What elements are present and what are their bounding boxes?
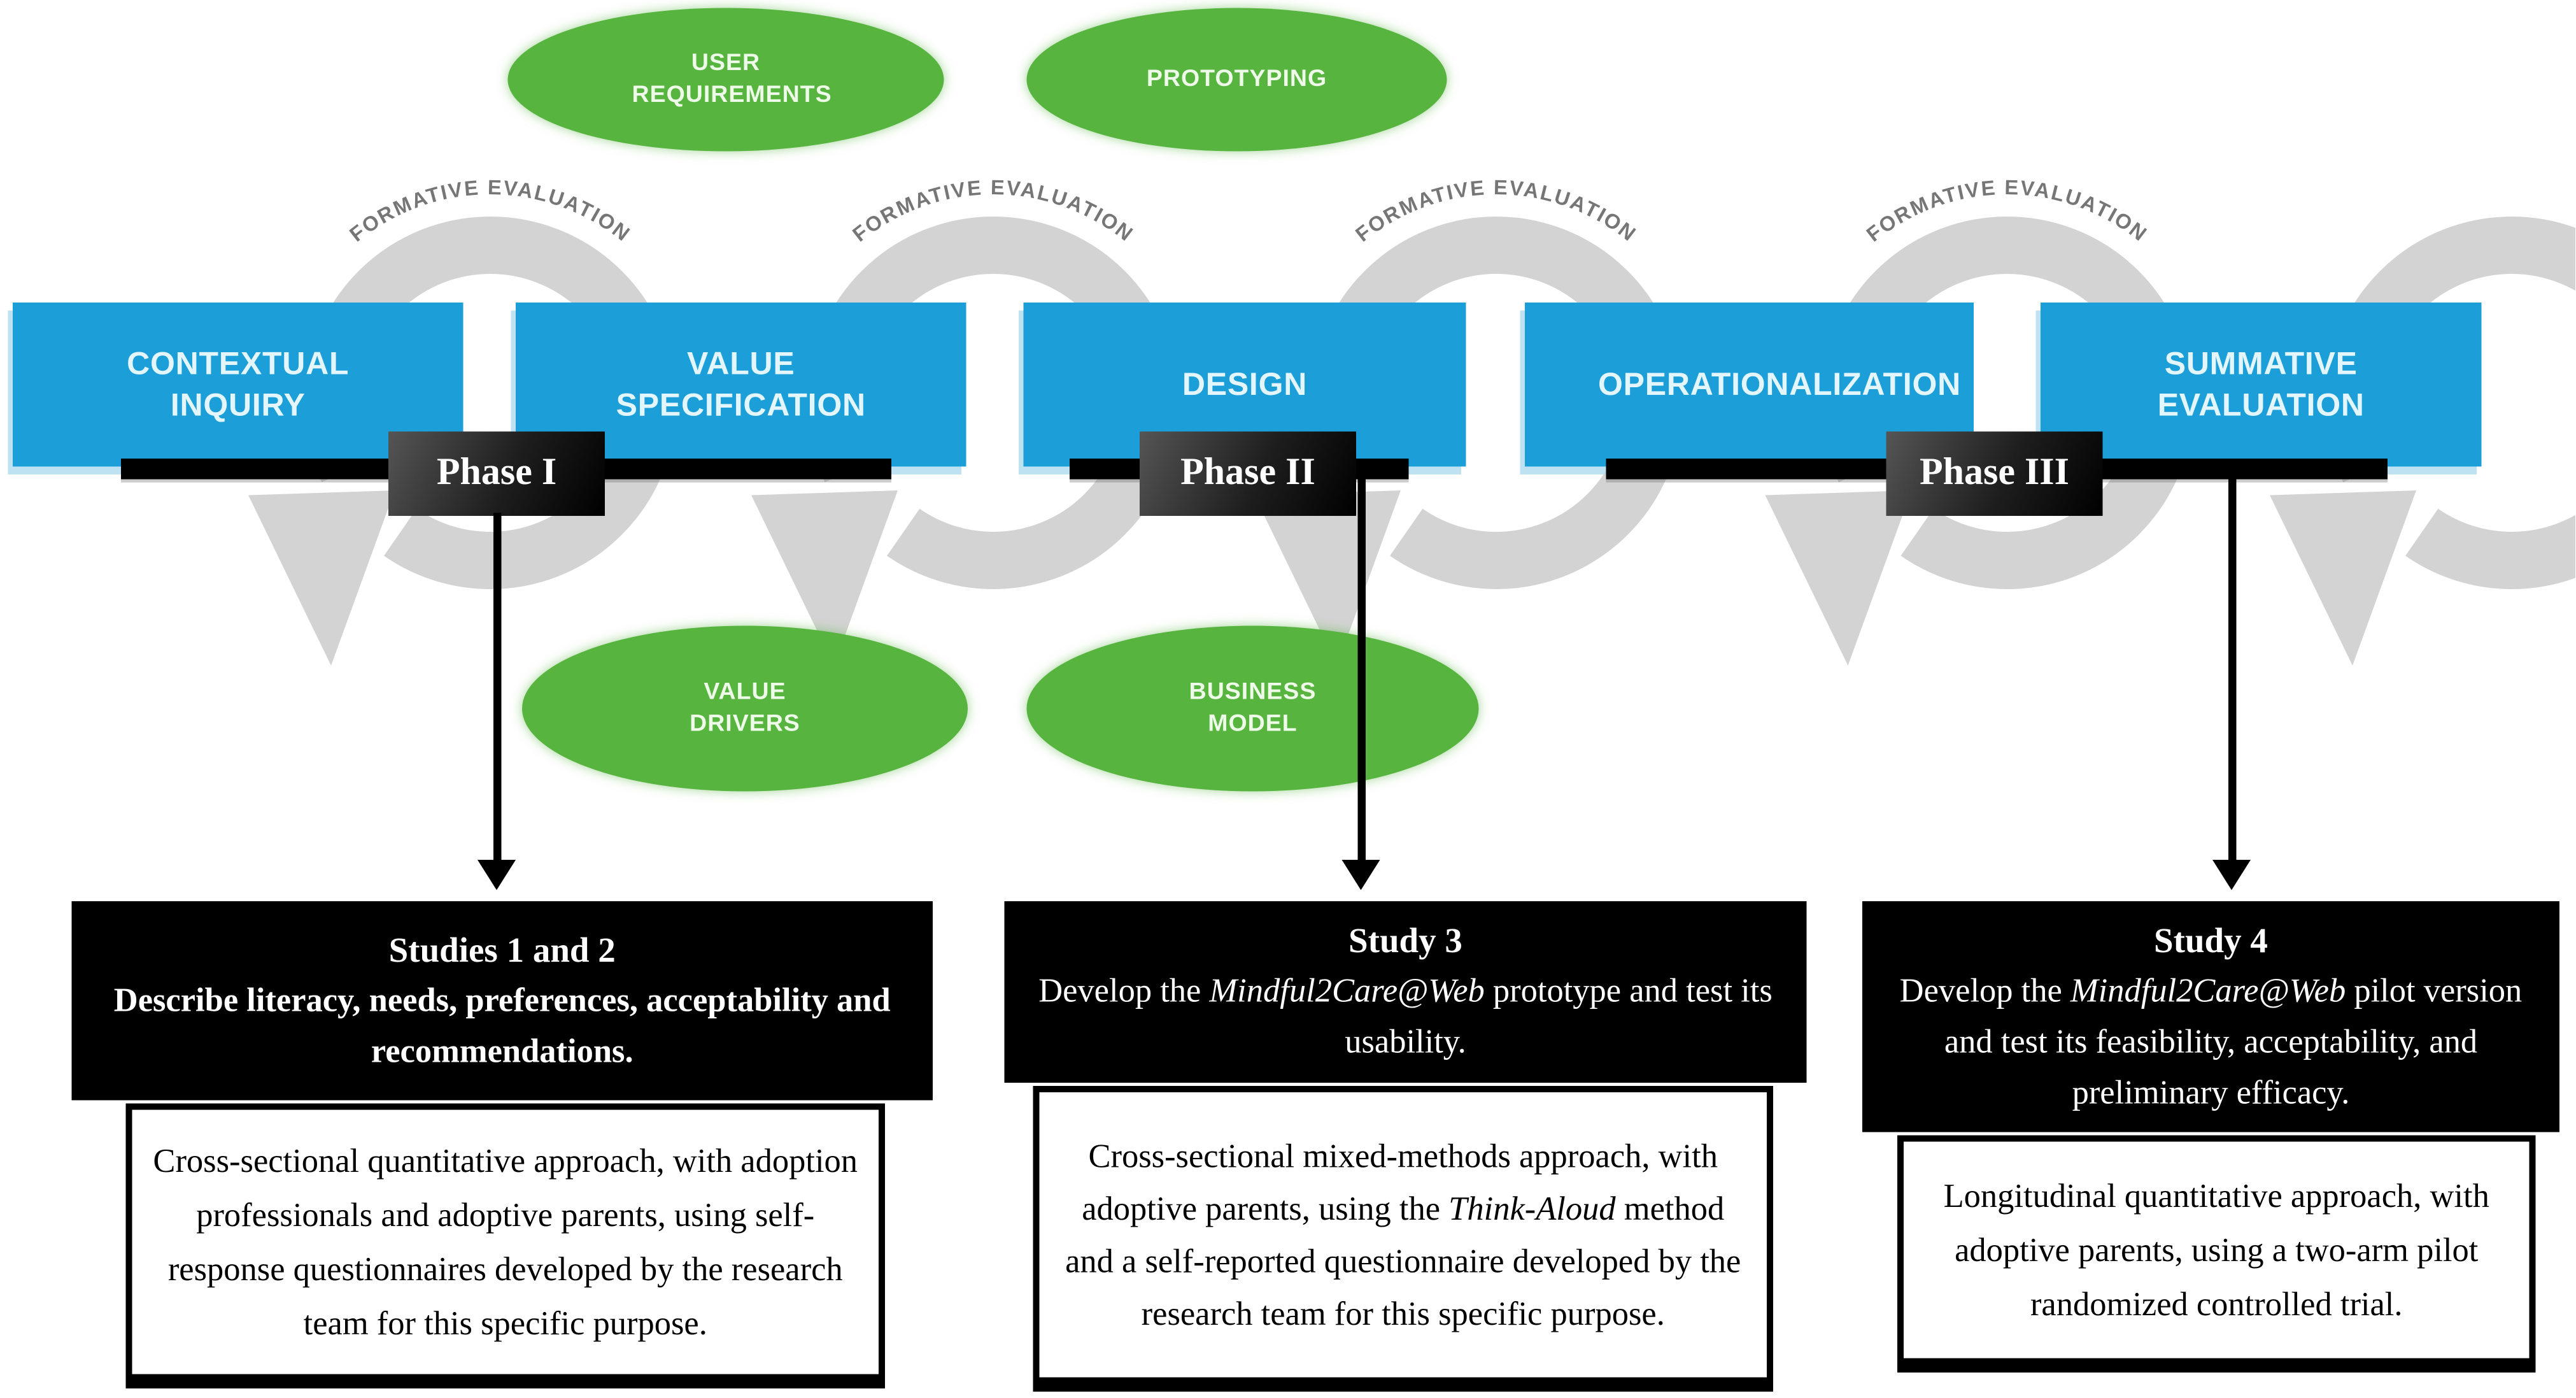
process-box-operationalization: OPERATIONALIZATION: [1525, 303, 1974, 467]
goal-text-italic: Mindful2Care@Web: [2070, 970, 2346, 1009]
process-box-label: VALUE SPECIFICATION: [616, 346, 866, 423]
phase2-arrow-line: [1357, 476, 1366, 863]
goal-text-post: pilot version and test its feasibility, …: [1944, 970, 2523, 1111]
phase1-arrow-line: [493, 513, 502, 863]
method-text-pre: Longitudinal quantitative approach, with…: [1943, 1176, 2489, 1323]
process-box-label: OPERATIONALIZATION: [1598, 367, 1961, 403]
goal-text-post: prototype and test its usability.: [1345, 971, 1773, 1060]
process-box-contextual-inquiry: CONTEXTUAL INQUIRY: [13, 303, 464, 467]
goal-text-pre: Develop the: [1899, 970, 2070, 1009]
study-title: Study 3: [1348, 920, 1462, 960]
phase1-arrowhead-icon: [478, 860, 516, 890]
phase-marker-label: Phase II: [1180, 452, 1315, 494]
study-4-method-box: Longitudinal quantitative approach, with…: [1897, 1135, 2536, 1373]
phase-marker-3: Phase III: [1886, 431, 2103, 516]
study-1-2-method-box: Cross-sectional quantitative approach, w…: [125, 1103, 885, 1388]
study-3-method-box: Cross-sectional mixed-methods approach, …: [1033, 1086, 1773, 1392]
study-title: Study 4: [2154, 919, 2268, 960]
process-box-summative-evaluation: SUMMATIVE EVALUATION: [2041, 303, 2482, 467]
phase-marker-2: Phase II: [1140, 431, 1356, 516]
ellipse-label: PROTOTYPING: [1146, 65, 1327, 92]
study-1-2-goal-box: Studies 1 and 2 Describe literacy, needs…: [71, 901, 933, 1101]
cycle-arrowhead-icon: [248, 490, 395, 666]
method-text-pre: Cross-sectional mixed-methods approach, …: [1082, 1136, 1718, 1227]
goal-text-pre: Describe literacy, needs, preferences, a…: [113, 980, 891, 1069]
goal-text-pre: Develop the: [1038, 971, 1210, 1009]
method-text-pre: Cross-sectional quantitative approach, w…: [153, 1141, 858, 1343]
phase3-arrowhead-icon: [2212, 860, 2251, 890]
process-box-label: DESIGN: [1182, 367, 1308, 403]
study-title: Studies 1 and 2: [388, 929, 616, 969]
study-goal-text: Develop the Mindful2Care@Web prototype a…: [1021, 965, 1791, 1067]
phase2-arrowhead-icon: [1341, 860, 1380, 890]
study-method-text: Cross-sectional quantitative approach, w…: [152, 1134, 860, 1350]
study-3-goal-box: Study 3 Develop the Mindful2Care@Web pro…: [1004, 901, 1807, 1083]
cycle-arrowhead-icon: [1765, 490, 1912, 666]
phase-marker-1: Phase I: [388, 431, 605, 516]
process-box-label: SUMMATIVE EVALUATION: [2157, 346, 2365, 423]
study-goal-text: Describe literacy, needs, preferences, a…: [88, 974, 917, 1076]
method-text-italic: Think-Aloud: [1448, 1188, 1616, 1227]
goal-text-italic: Mindful2Care@Web: [1209, 971, 1485, 1009]
study-4-goal-box: Study 4 Develop the Mindful2Care@Web pil…: [1862, 901, 2559, 1132]
phase-marker-label: Phase III: [1919, 452, 2070, 494]
ellipse-value-drivers: VALUE DRIVERS: [522, 625, 968, 792]
cycle-arrowhead-icon: [751, 490, 898, 666]
ellipse-business-model: BUSINESS MODEL: [1026, 625, 1479, 792]
cycle-arrowhead-icon: [2270, 490, 2416, 666]
ellipse-label: VALUE DRIVERS: [690, 678, 800, 738]
method-text-post: method and a self-reported questionnaire…: [1065, 1188, 1741, 1332]
study-goal-text: Develop the Mindful2Care@Web pilot versi…: [1878, 964, 2544, 1117]
study-method-text: Longitudinal quantitative approach, with…: [1923, 1169, 2510, 1331]
study-method-text: Cross-sectional mixed-methods approach, …: [1059, 1130, 1748, 1340]
ellipse-user-requirements: USER REQUIREMENTS: [507, 8, 944, 152]
ellipse-label: BUSINESS MODEL: [1189, 678, 1317, 738]
ellipse-label: USER REQUIREMENTS: [632, 48, 832, 108]
process-box-label: CONTEXTUAL INQUIRY: [127, 346, 350, 423]
phase3-arrow-line: [2228, 476, 2237, 863]
phase-marker-label: Phase I: [436, 452, 557, 494]
ellipse-prototyping: PROTOTYPING: [1026, 8, 1447, 152]
